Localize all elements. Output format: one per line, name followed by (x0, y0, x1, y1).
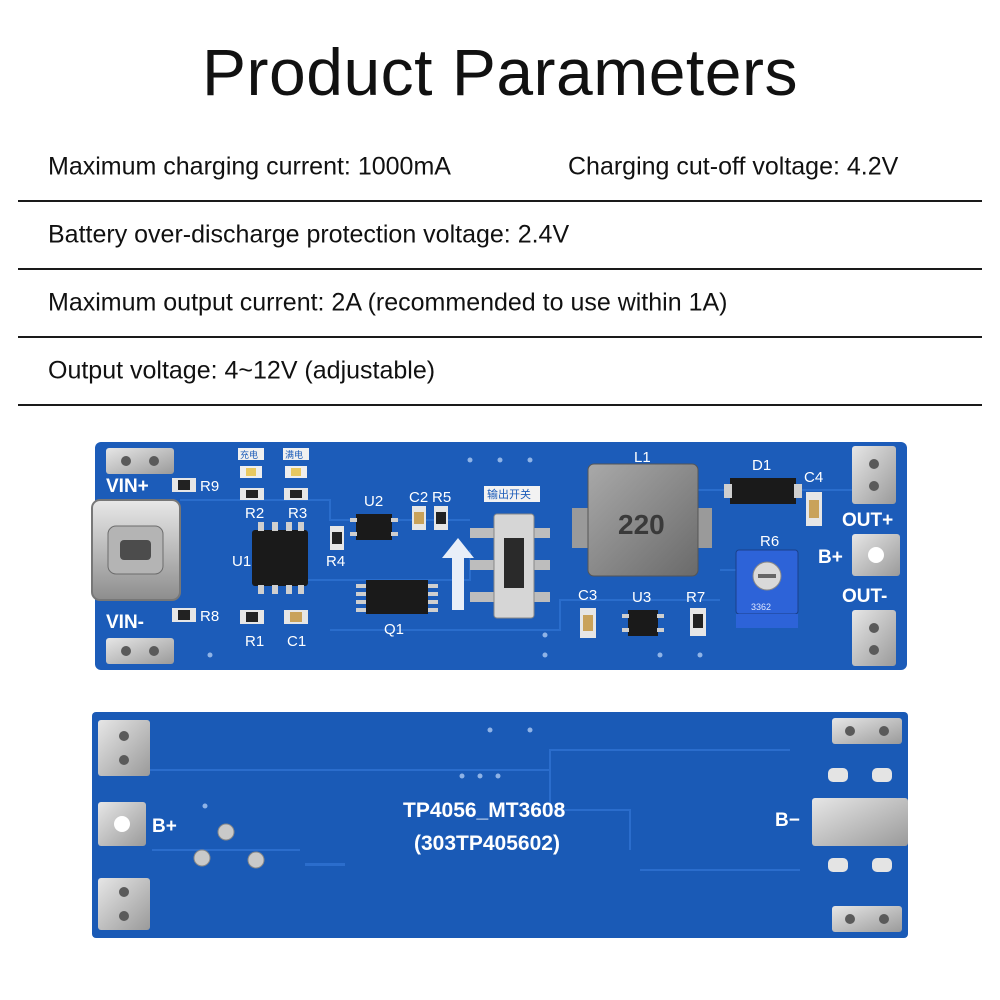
arrow-up-icon (442, 538, 474, 610)
pad-b-minus (812, 798, 908, 846)
label-r2: R2 (245, 505, 264, 522)
label-vin-plus: VIN+ (106, 476, 149, 497)
label-led-charge: 充电 (240, 449, 258, 460)
label-r9: R9 (200, 478, 219, 495)
label-r6: R6 (760, 533, 779, 550)
spec-table: Maximum charging current: 1000mA Chargin… (18, 134, 982, 406)
pcb-front: VIN+ VIN- R9 R8 充电 满电 R2 R3 (91, 442, 907, 670)
pcb-back: B+ TP4056_MT3608 (303TP405602) B− (92, 712, 908, 938)
pad-back-top-right (832, 718, 902, 744)
label-c4: C4 (804, 469, 823, 486)
label-out-minus: OUT- (842, 586, 887, 607)
chip-u2 (350, 514, 398, 540)
spec-max-output-current: Maximum output current: 2A (recommended … (48, 288, 728, 317)
label-r3: R3 (288, 505, 307, 522)
spec-row: Maximum charging current: 1000mA Chargin… (18, 134, 982, 202)
label-u3: U3 (632, 589, 651, 606)
spec-row: Maximum output current: 2A (recommended … (18, 270, 982, 338)
inductor-l1: 220 (572, 463, 712, 577)
label-r5: R5 (432, 489, 451, 506)
product-photos: VIN+ VIN- R9 R8 充电 满电 R2 R3 (0, 430, 1000, 950)
slide-switch (470, 513, 550, 619)
potentiometer-r6: 3362 (735, 549, 799, 628)
board-part-number: (303TP405602) (414, 832, 560, 855)
label-u1: U1 (232, 553, 251, 570)
spec-row: Battery over-discharge protection voltag… (18, 202, 982, 270)
usb-c-port (91, 499, 181, 601)
label-b-plus-front: B+ (818, 547, 843, 568)
label-b-minus: B− (775, 810, 800, 831)
label-c1: C1 (287, 633, 306, 650)
inductor-code: 220 (618, 509, 665, 540)
pad-back-top-left (98, 720, 150, 776)
spec-row: Output voltage: 4~12V (adjustable) (18, 338, 982, 406)
label-c3: C3 (578, 587, 597, 604)
pad-vin-minus (106, 638, 174, 664)
label-r8: R8 (200, 608, 219, 625)
label-output-switch: 输出开关 (487, 487, 531, 501)
spec-over-discharge-voltage: Battery over-discharge protection voltag… (48, 220, 570, 249)
label-out-plus: OUT+ (842, 510, 893, 531)
spec-output-voltage: Output voltage: 4~12V (adjustable) (48, 356, 436, 385)
chip-q1 (356, 580, 438, 614)
pot-code: 3362 (751, 602, 771, 612)
chip-u1 (252, 522, 308, 594)
label-u2: U2 (364, 493, 383, 510)
label-led-full: 满电 (285, 449, 303, 460)
label-vin-minus: VIN- (106, 612, 144, 633)
spec-max-charging-current: Maximum charging current: 1000mA (48, 152, 451, 181)
pad-back-bottom-left (98, 878, 150, 930)
label-b-plus-back: B+ (152, 816, 177, 837)
label-r1: R1 (245, 633, 264, 650)
label-r7: R7 (686, 589, 705, 606)
diode-d1 (724, 478, 802, 504)
chip-u3 (622, 610, 664, 636)
pad-out-plus (852, 446, 896, 504)
spec-cutoff-voltage: Charging cut-off voltage: 4.2V (568, 152, 899, 181)
pad-out-minus (852, 610, 896, 666)
page-title: Product Parameters (202, 35, 798, 109)
label-c2: C2 (409, 489, 428, 506)
label-q1: Q1 (384, 621, 404, 638)
label-l1: L1 (634, 449, 651, 466)
pad-back-bottom-right (832, 906, 902, 932)
label-r4: R4 (326, 553, 345, 570)
board-model: TP4056_MT3608 (403, 799, 566, 822)
label-d1: D1 (752, 457, 771, 474)
pad-vin-plus (106, 448, 174, 474)
